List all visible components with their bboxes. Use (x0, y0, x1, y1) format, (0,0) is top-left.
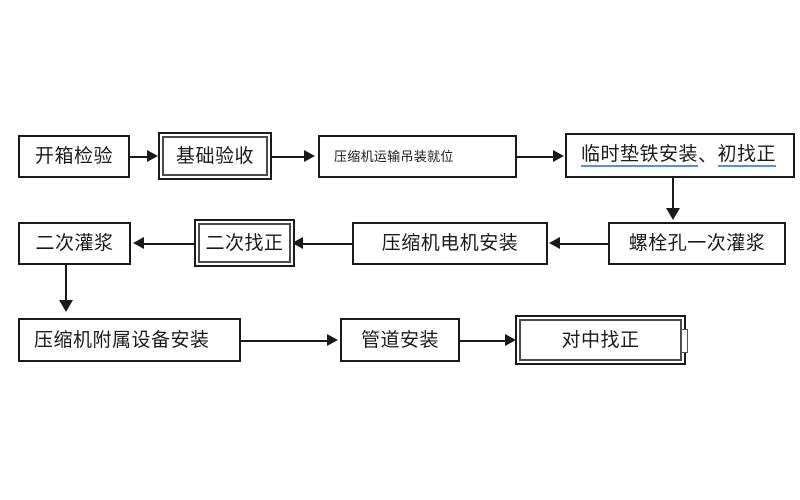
connector-n8-n9 (65, 265, 67, 302)
arrowhead-n7-n8 (133, 237, 144, 249)
flow-node-label: 压缩机运输吊装就位 (334, 149, 454, 164)
flow-node-linshidiantieanzhuang-chuzhaozheng[interactable]: 临时垫铁安装、初找正 (565, 133, 795, 178)
arrowhead-n10-n11 (505, 334, 516, 346)
flow-node-label-part2: 初找正 (717, 143, 777, 167)
flow-node-guandaoanzhuang[interactable]: 管道安装 (340, 318, 460, 362)
resize-handle-right[interactable] (681, 329, 688, 353)
connector-n1-n2 (130, 156, 149, 158)
connector-n9-n10 (241, 340, 329, 342)
flow-node-label-separator: 、 (698, 145, 718, 166)
flow-node-ercizhuangjiang[interactable]: 二次灌浆 (18, 222, 131, 265)
flow-node-luoshuankongyicizhuangjiang[interactable]: 螺栓孔一次灌浆 (608, 222, 786, 265)
connector-n2-n3 (272, 156, 306, 158)
flow-node-ercizhaozheng[interactable]: 二次找正 (194, 219, 295, 267)
connector-n10-n11 (460, 340, 509, 342)
flow-node-label: 基础验收 (175, 145, 254, 167)
flow-node-label: 开箱检验 (34, 146, 113, 167)
arrowhead-n9-n10 (327, 334, 338, 346)
connector-n7-n8 (144, 243, 194, 245)
arrowhead-n2-n3 (304, 150, 315, 162)
flow-node-label: 压缩机附属设备安装 (34, 329, 210, 351)
connector-n4-n5 (672, 178, 674, 210)
arrowhead-n5-n6 (549, 237, 560, 249)
flow-node-label: 对中找正 (561, 329, 640, 351)
flow-node-label: 螺栓孔一次灌浆 (628, 233, 766, 254)
flow-node-yasuojiyunshudiaozhuangjiuwei[interactable]: 压缩机运输吊装就位 (318, 135, 517, 178)
flow-node-duizhongzhaozheng[interactable]: 对中找正 (515, 315, 686, 365)
arrowhead-n6-n7 (292, 237, 303, 249)
arrowhead-n1-n2 (147, 150, 158, 162)
arrowhead-n8-n9 (59, 300, 73, 312)
flow-node-jichuyanshou[interactable]: 基础验收 (158, 132, 272, 180)
flow-node-yasuojifushushebeianzhuang[interactable]: 压缩机附属设备安装 (18, 318, 241, 362)
arrowhead-n3-n4 (553, 150, 564, 162)
connector-n3-n4 (517, 156, 555, 158)
flow-node-label: 压缩机电机安装 (381, 233, 519, 254)
flow-node-label: 二次灌浆 (35, 233, 114, 254)
connector-n6-n7 (303, 243, 352, 245)
connector-n5-n6 (560, 243, 608, 245)
flow-node-label: 管道安装 (360, 329, 439, 351)
flow-node-kaixiangjianyan[interactable]: 开箱检验 (18, 135, 130, 178)
flow-node-label: 二次找正 (205, 232, 284, 254)
flow-node-yasuojidianjianzhuang[interactable]: 压缩机电机安装 (352, 222, 548, 265)
arrowhead-n4-n5 (666, 208, 680, 220)
flow-node-label-part1: 临时垫铁安装 (581, 143, 699, 167)
